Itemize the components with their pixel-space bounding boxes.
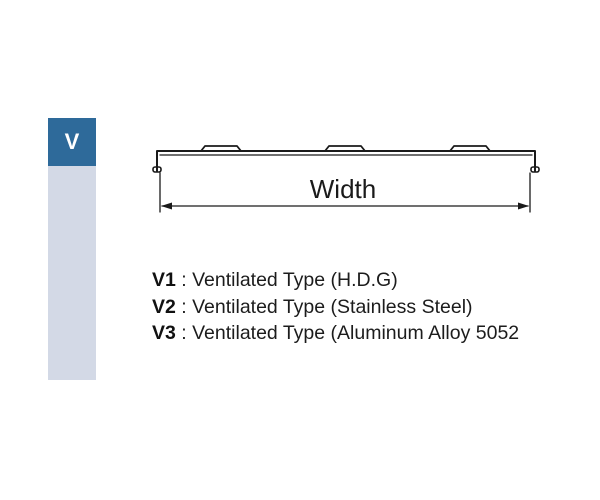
legend-row: V1 : Ventilated Type (H.D.G) — [152, 267, 592, 294]
legend-description: Ventilated Type (Stainless Steel) — [192, 295, 473, 318]
side-panel: V — [48, 118, 96, 380]
tray-cover-profile — [156, 150, 536, 172]
type-legend: V1 : Ventilated Type (H.D.G) V2 : Ventil… — [152, 267, 592, 347]
legend-description: Ventilated Type (H.D.G) — [192, 269, 398, 291]
legend-code: V3 — [152, 322, 176, 344]
legend-separator: : — [175, 322, 193, 344]
right-edge-lip — [530, 166, 540, 173]
legend-description: Ventilated Type (Aluminum Alloy 5052 — [192, 322, 520, 344]
legend-row: V3 : Ventilated Type (Aluminum Alloy 505… — [152, 320, 592, 347]
type-tab: V — [48, 118, 96, 166]
legend-code: V2 — [152, 295, 176, 318]
tray-cover-diagram: Width — [152, 145, 540, 213]
vent-bump-3 — [449, 145, 491, 152]
width-label: Width — [310, 174, 376, 204]
vent-bump-1 — [200, 145, 242, 152]
legend-row: V2 : Ventilated Type (Stainless Steel) — [152, 294, 592, 321]
left-arrowhead — [161, 202, 172, 210]
legend-separator: : — [175, 295, 193, 318]
right-arrowhead — [518, 202, 529, 210]
legend-code: V1 — [152, 269, 176, 291]
vent-bump-2 — [324, 145, 366, 152]
left-edge-lip — [152, 166, 162, 173]
legend-separator: : — [175, 269, 193, 291]
